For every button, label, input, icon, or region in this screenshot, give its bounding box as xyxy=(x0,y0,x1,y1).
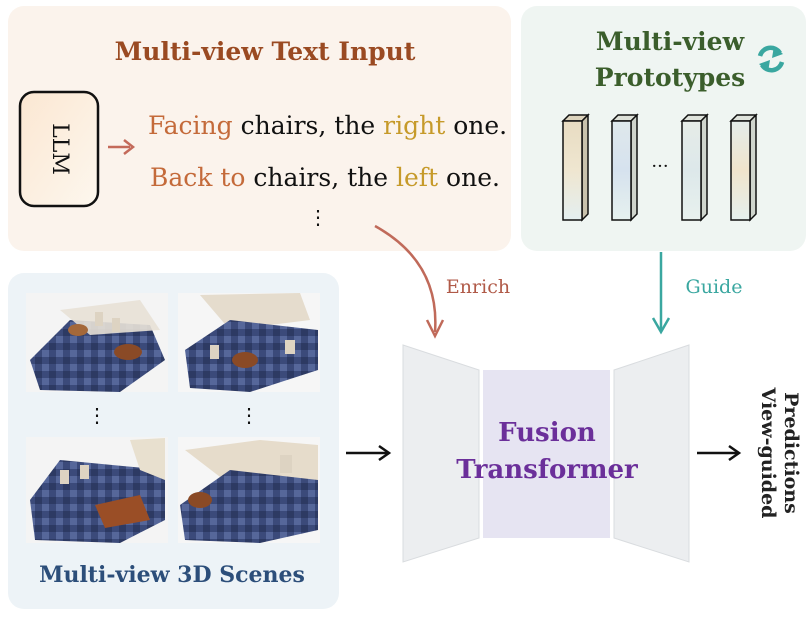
fusion-to-predictions-arrow xyxy=(697,444,742,462)
sentence-2: Back to chairs, the left one. xyxy=(150,163,500,192)
scene-image-4 xyxy=(178,437,320,543)
sentence-1: Facing chairs, the right one. xyxy=(148,111,507,140)
sentence-2-dir: left xyxy=(396,163,438,192)
scene-image-1 xyxy=(26,293,168,392)
scenes-to-fusion-arrow xyxy=(346,444,392,462)
prototype-bar-2 xyxy=(610,113,639,222)
scene-image-3 xyxy=(26,437,168,543)
guide-arrow xyxy=(651,252,671,335)
prototypes-title-line2: Prototypes xyxy=(595,63,745,92)
sentence-2-view: Back to xyxy=(150,163,245,192)
sentence-1-view: Facing xyxy=(148,111,233,140)
fusion-transformer xyxy=(402,344,690,563)
prototype-bar-1 xyxy=(561,113,590,222)
sentence-1-dir: right xyxy=(383,111,445,140)
text-ellipsis: ⋮ xyxy=(308,205,328,229)
prototype-bar-4 xyxy=(729,113,758,222)
fusion-label-line1: Fusion xyxy=(498,418,596,448)
llm-box xyxy=(18,90,100,208)
guide-label: Guide xyxy=(686,276,743,298)
scene-ellipsis-right: ⋮ xyxy=(239,403,259,427)
scenes-title: Multi-view 3D Scenes xyxy=(39,562,305,588)
fusion-label-line2: Transformer xyxy=(456,455,638,485)
llm-to-text-arrow xyxy=(108,139,136,155)
prototype-bar-3 xyxy=(680,113,709,222)
predictions-label-line1: View-guided xyxy=(757,387,779,519)
prototype-ellipsis: ··· xyxy=(651,156,668,177)
text-input-panel xyxy=(8,6,511,251)
prototypes-title-line1: Multi-view xyxy=(596,27,746,56)
scene-ellipsis-left: ⋮ xyxy=(87,403,107,427)
llm-label: LLM xyxy=(47,123,72,175)
enrich-arrow xyxy=(374,224,445,339)
predictions-label-line2: Predictions xyxy=(780,392,802,514)
scene-image-2 xyxy=(178,293,320,392)
refresh-icon xyxy=(757,45,785,73)
enrich-label: Enrich xyxy=(446,276,510,298)
text-input-title: Multi-view Text Input xyxy=(115,37,416,66)
